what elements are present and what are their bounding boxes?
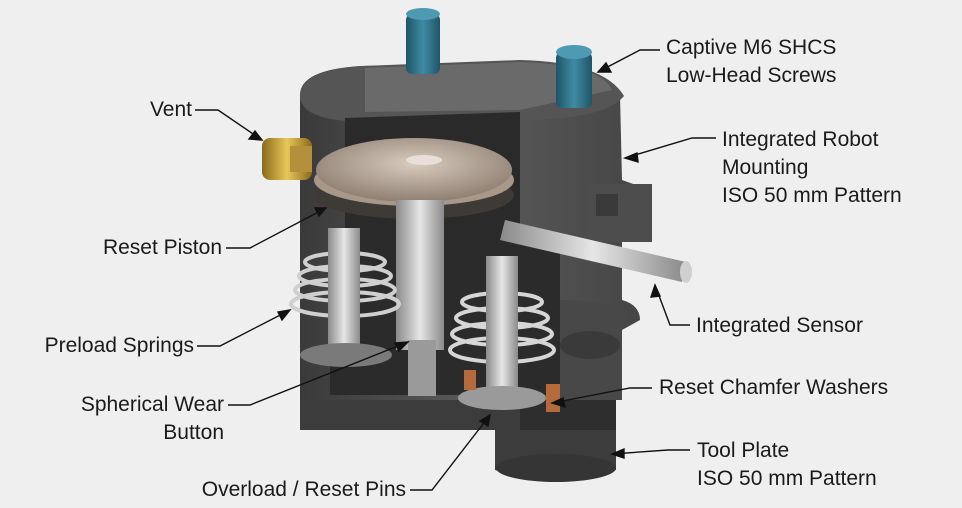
label-spherical-wear-button-line1: Spherical Wear [80,393,224,416]
arrowhead [596,61,613,73]
label-reset-chamfer-washers: Reset Chamfer Washers [659,376,889,399]
label-robot-mounting-line3: ISO 50 mm Pattern [722,184,902,207]
label-tool-plate-line1: Tool Plate [697,439,790,462]
washer-right [458,386,546,410]
overload-pin-left [328,228,360,358]
label-vent: Vent [149,98,192,121]
label-robot-mounting: Integrated Robot Mounting ISO 50 mm Patt… [722,126,902,210]
label-spherical-wear-button-line2: Button [163,421,224,444]
reset-piston [314,138,514,219]
label-captive-screws-line1: Captive M6 SHCS [666,36,837,59]
label-reset-piston: Reset Piston [102,236,222,259]
captive-screw-right [556,45,592,108]
label-overload-reset-pins: Overload / Reset Pins [201,478,406,501]
label-preload-springs: Preload Springs [44,334,194,357]
captive-screw-left [406,8,440,74]
washer-left [300,343,392,367]
vent-fitting [262,138,312,180]
central-shaft [396,200,444,396]
label-tool-plate-line2: ISO 50 mm Pattern [697,467,877,490]
reset-chamfer-washer [546,384,560,412]
label-integrated-sensor: Integrated Sensor [696,314,863,337]
label-captive-screws-line2: Low-Head Screws [666,64,837,87]
label-robot-mounting-line2: Mounting [722,156,809,179]
label-spherical-wear-button: Spherical Wear Button [40,391,224,447]
overload-pin-right [486,256,518,396]
reset-chamfer-washer-2 [464,370,476,390]
leader-lines [195,49,716,491]
integrated-sensor-rod [500,220,692,283]
label-tool-plate: Tool Plate ISO 50 mm Pattern [697,437,877,493]
tool-plate-body [300,395,616,482]
label-captive-screws: Captive M6 SHCS Low-Head Screws [666,34,836,90]
label-robot-mounting-line1: Integrated Robot [722,128,879,151]
